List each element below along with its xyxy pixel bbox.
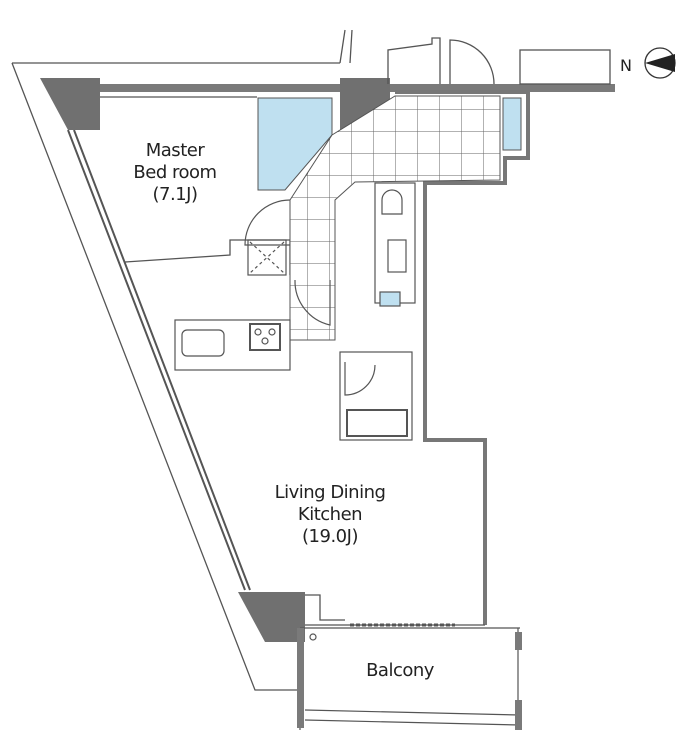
sink-icon — [181, 329, 225, 357]
ldk-name-2: Kitchen — [297, 504, 363, 525]
pillar-bottom — [238, 592, 305, 642]
pillar-left — [40, 78, 100, 130]
master-bedroom-name-1: Master — [145, 140, 205, 161]
master-bedroom-name-2: Bed room — [133, 162, 217, 183]
closet-storage — [257, 97, 333, 191]
balcony-label: Balcony — [366, 660, 434, 681]
master-bedroom-label: Master Bed room (7.1J) — [100, 140, 250, 206]
entrance-corridor-tiles — [289, 95, 501, 341]
compass-label: N — [620, 56, 632, 75]
ldk-label: Living Dining Kitchen (19.0J) — [250, 482, 410, 548]
bathtub-icon — [346, 409, 408, 437]
door-swing — [449, 39, 495, 85]
exterior-lines — [339, 29, 353, 64]
bathroom — [339, 351, 413, 441]
ldk-name-1: Living Dining — [274, 482, 386, 503]
window-diagonal — [67, 129, 251, 591]
master-bedroom-size: (7.1J) — [152, 184, 198, 205]
north-arrow-icon — [644, 47, 676, 79]
ldk-size: (19.0J) — [302, 526, 358, 547]
kitchen-counter — [174, 319, 291, 371]
stove-icon — [249, 323, 281, 351]
toilet-icon — [381, 189, 403, 215]
outer-boundary — [11, 62, 340, 691]
